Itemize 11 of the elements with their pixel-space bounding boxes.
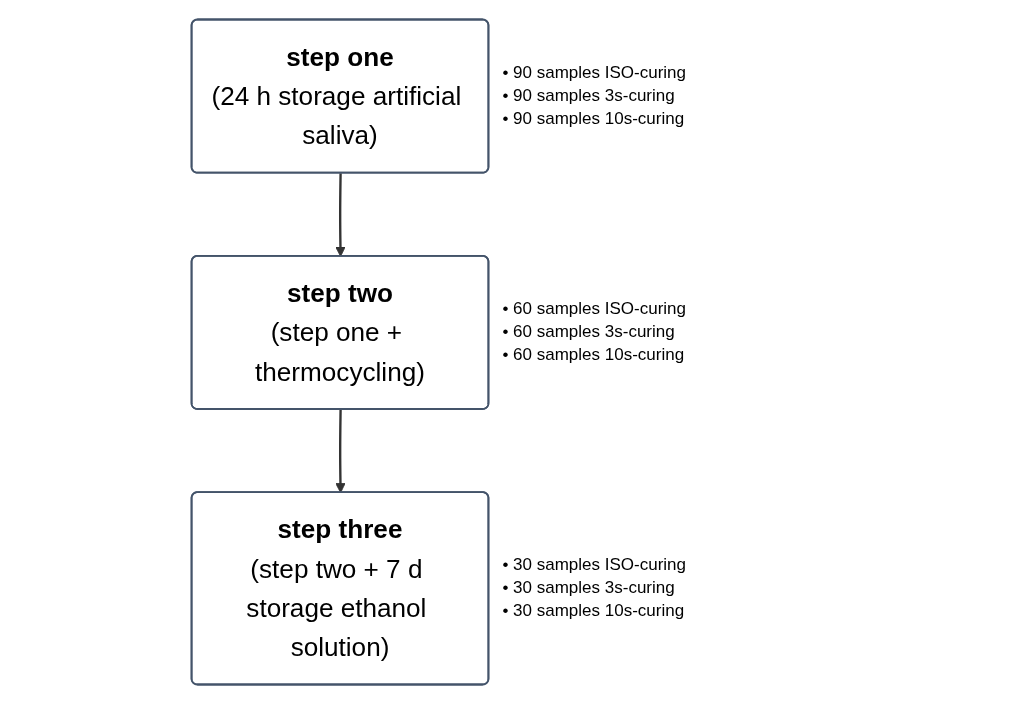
- bullet-note: • 30 samples 10s-curing: [502, 601, 686, 622]
- bullet-note: • 90 samples 3s-curing: [502, 86, 676, 107]
- bullet-note: • 60 samples 3s-curing: [502, 322, 676, 343]
- bullet-note: • 30 samples 3s-curing: [502, 578, 676, 599]
- arrow: [335, 409, 346, 494]
- bullet-note: • 30 samples ISO-curing: [502, 555, 688, 576]
- bullet-note: • 60 samples 10s-curing: [502, 345, 686, 366]
- bullet-note: • 90 samples ISO-curing: [502, 63, 688, 84]
- arrow: [335, 173, 346, 257]
- bullet-note: • 60 samples ISO-curing: [502, 299, 688, 320]
- bullet-note: • 90 samples 10s-curing: [502, 109, 686, 130]
